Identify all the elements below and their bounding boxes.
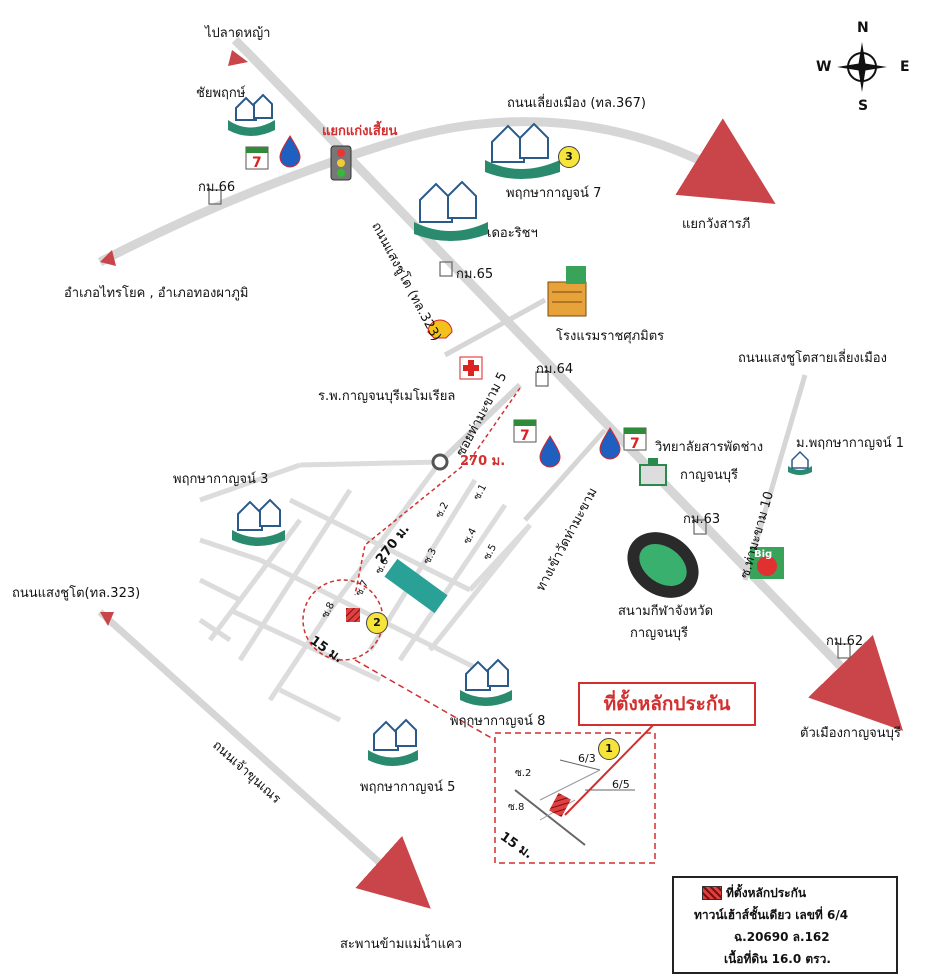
- label-lieng-mueang: ถนนเลี่ยงเมือง (ทล.367): [507, 96, 646, 111]
- label-city: ตัวเมืองกาญจนบุรี: [800, 726, 901, 741]
- label-pruksa3: พฤกษากาญจน์ 3: [173, 472, 269, 487]
- label-km64: กม.64: [536, 362, 574, 377]
- inset-map: [494, 732, 656, 864]
- label-college-1: วิทยาลัยสารพัดช่าง: [655, 440, 764, 455]
- bridge-road: [97, 609, 431, 909]
- label-plot-6-5: 6/5: [612, 778, 630, 791]
- big-c-icon: [750, 547, 784, 579]
- label-km62: กม.62: [826, 634, 864, 649]
- subdivision-roads: [198, 459, 532, 723]
- seven-eleven-icon-2: 7: [513, 419, 537, 444]
- km66-post-icon: [208, 189, 222, 205]
- compass-e: E: [900, 59, 910, 75]
- label-bridge: สะพานข้ามแม่น้ำแคว: [340, 937, 462, 952]
- label-the-rich: เดอะริชฯ: [487, 226, 538, 241]
- label-pruksa8: พฤกษากาญจน์ 8: [450, 714, 546, 729]
- label-inset-soi-8: ซ.8: [508, 802, 525, 813]
- highway-323-road: [246, 51, 904, 731]
- label-km65: กม.65: [456, 267, 494, 282]
- label-pruksa5: พฤกษากาญจน์ 5: [360, 780, 456, 795]
- km63-post-icon: [693, 519, 707, 535]
- label-chai-pruek: ชัยพฤกษ์: [196, 86, 246, 101]
- bypass-saeng-chuto-road: [742, 374, 808, 581]
- label-plot-6-3: 6/3: [578, 752, 596, 765]
- label-amphoe: อำเภอไทรโยค , อำเภอทองผาภูมิ: [64, 286, 249, 301]
- compass-n: N: [857, 20, 869, 36]
- arrow-to-lat-ya: [228, 50, 248, 66]
- legend-title: ที่ตั้งหลักประกัน: [726, 886, 807, 900]
- km65-post-icon: [439, 261, 453, 277]
- house-icon-6: [368, 718, 418, 766]
- label-intersection: แยกแก่งเสี้ยน: [322, 124, 398, 139]
- label-big-c: Big: [754, 549, 773, 560]
- label-stadium-2: กาญจนบุรี: [630, 626, 688, 641]
- house-icon-2: [485, 122, 560, 179]
- label-bypass: ถนนแสงชูโตสายเลี่ยงเมือง: [738, 351, 887, 366]
- km62-post-icon: [837, 643, 851, 659]
- compass: N S E W: [812, 20, 912, 122]
- hotel-icon: [547, 266, 587, 317]
- ptt-icon-2: [539, 435, 561, 468]
- shell-icon: [427, 319, 453, 339]
- marker-1: 1: [598, 738, 620, 760]
- house-icon: [228, 93, 275, 136]
- label-inset-soi-2: ซ.2: [515, 768, 532, 779]
- legend-line-1: ทาวน์เฮ้าส์ชั้นเดียว เลขที่ 6/4: [694, 908, 849, 922]
- label-college-2: กาญจนบุรี: [680, 468, 738, 483]
- label-lat-ya: ไปลาดหญ้า: [205, 26, 271, 41]
- legend-line-2: ฉ.20690 ล.162: [734, 930, 830, 944]
- marker-3: 3: [558, 146, 580, 168]
- house-icon-7: [788, 450, 812, 475]
- label-yaek-wang: แยกวังสารภี: [682, 217, 751, 232]
- college-icon: [639, 458, 667, 486]
- bypass-367-road: [97, 117, 776, 266]
- legend-line-3: เนื้อที่ดิน 16.0 ตรว.: [724, 952, 831, 966]
- svg-text:7: 7: [630, 436, 640, 452]
- ptt-icon: [279, 135, 301, 168]
- seven-eleven-icon: 7: [245, 146, 269, 171]
- legend-box: ที่ตั้งหลักประกัน ทาวน์เฮ้าส์ชั้นเดียว เ…: [672, 876, 898, 974]
- collateral-callout: ที่ตั้งหลักประกัน: [578, 682, 756, 726]
- km64-post-icon: [535, 371, 549, 387]
- label-dist-270-a: 270 ม.: [460, 454, 506, 469]
- label-stadium-1: สนามกีฬาจังหวัด: [618, 604, 714, 619]
- seven-eleven-icon-3: 7: [623, 427, 647, 452]
- house-icon-3: [414, 180, 488, 241]
- ptt-icon-3: [599, 427, 621, 460]
- label-hospital: ร.พ.กาญจนบุรีเมโมเรียล: [318, 389, 456, 404]
- legend-hatch-swatch: [702, 886, 722, 900]
- compass-w: W: [816, 59, 832, 75]
- label-pruksa7: พฤกษากาญจน์ 7: [506, 186, 602, 201]
- svg-text:7: 7: [520, 428, 530, 444]
- label-km63: กม.63: [683, 512, 721, 527]
- label-hotel: โรงแรมราชศุภมิตร: [556, 329, 665, 344]
- arrow-to-sai-yok: [100, 250, 116, 266]
- label-km66: กม.66: [198, 180, 236, 195]
- label-saeng-chuto-left: ถนนแสงชูโต(ทล.323): [12, 586, 141, 601]
- house-icon-4: [232, 498, 285, 546]
- hospital-icon: [459, 356, 483, 380]
- marker-2: 2: [366, 612, 388, 634]
- subdivision-plot: [384, 558, 448, 614]
- label-pruksa1: ม.พฤกษากาญจน์ 1: [796, 436, 905, 451]
- svg-text:7: 7: [252, 155, 262, 171]
- house-icon-5: [460, 658, 512, 706]
- compass-s: S: [858, 98, 869, 114]
